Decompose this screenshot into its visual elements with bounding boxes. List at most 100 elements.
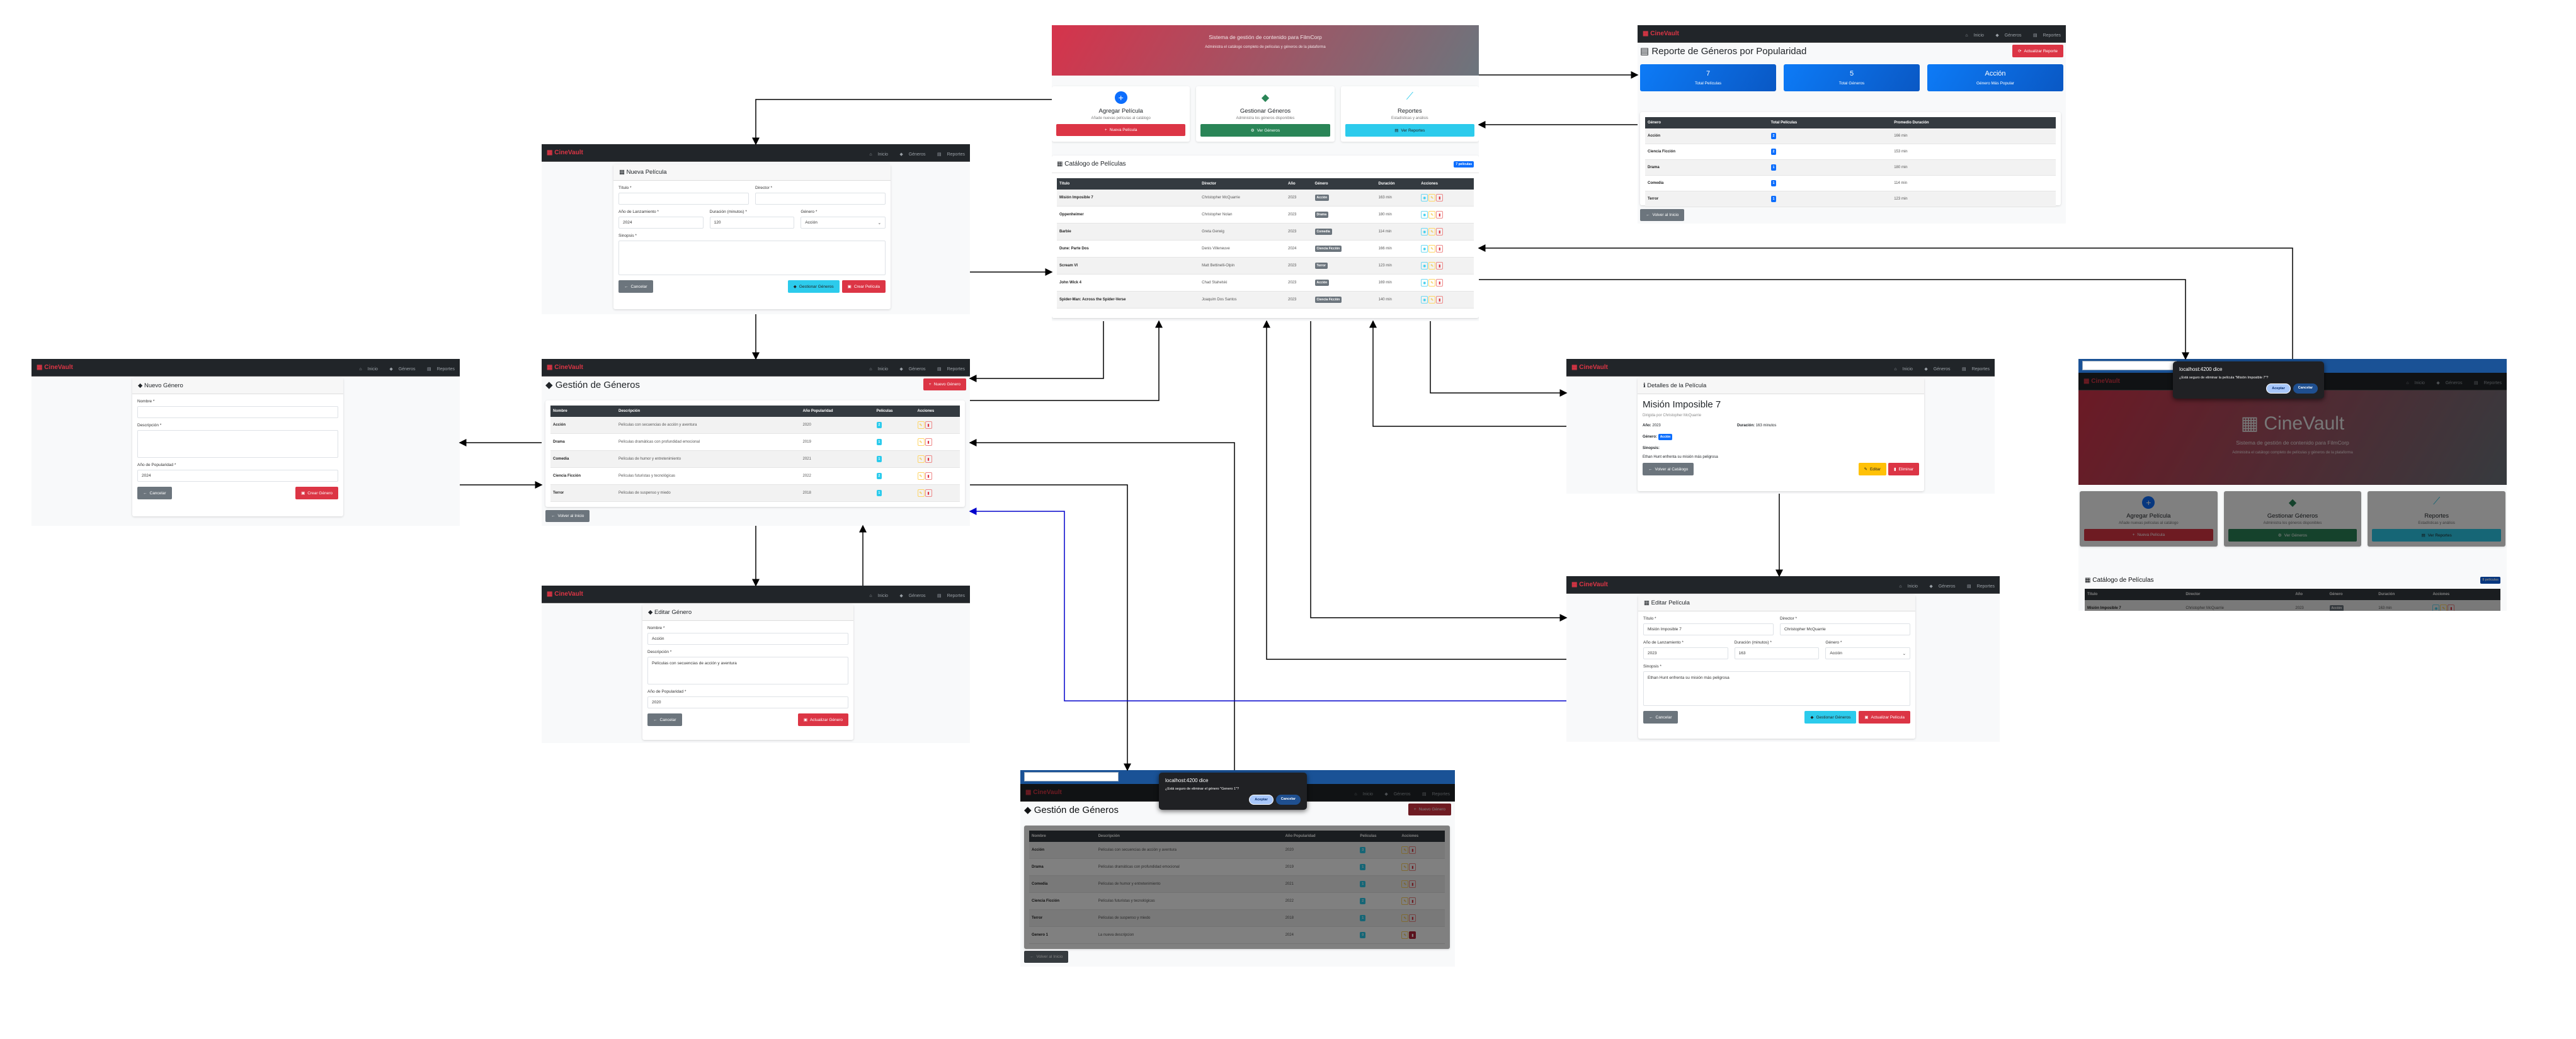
nav-generos[interactable]: ◆ Géneros	[1929, 584, 1956, 589]
nav-reportes[interactable]: ▤ Reportes	[2474, 380, 2502, 385]
view-button[interactable]: ◉	[1421, 228, 1428, 236]
nav-reportes[interactable]: ▤ Reportes	[1422, 792, 1450, 797]
genre-input[interactable]: Acción⌄	[1825, 647, 1911, 659]
cancel-button[interactable]: Cancelar	[2293, 383, 2318, 394]
delete-button[interactable]: ▮	[1436, 228, 1444, 236]
delete-button[interactable]: ▮	[1409, 880, 1416, 888]
delete-button[interactable]: ▮	[1436, 194, 1444, 202]
name-input[interactable]	[137, 406, 338, 418]
brand-link[interactable]: ▦ CineVault	[1643, 30, 1679, 37]
edit-button[interactable]: ✎	[1428, 296, 1436, 304]
delete-button[interactable]: ▮	[925, 472, 932, 480]
update-genre-button[interactable]: ▣Actualizar Género	[797, 713, 848, 726]
delete-button[interactable]: ▮	[1409, 863, 1416, 871]
delete-button[interactable]: ▮	[1436, 245, 1444, 253]
duration-input[interactable]: 163	[1734, 647, 1820, 659]
brand-link[interactable]: ▦ CineVault	[1571, 581, 1608, 588]
add-movie-button[interactable]: +Nueva Película	[2084, 529, 2213, 541]
delete-button[interactable]: ▮	[1409, 897, 1416, 905]
view-button[interactable]: ◉	[1421, 262, 1428, 270]
cancel-button[interactable]: ←Cancelar	[137, 487, 172, 499]
nav-inicio[interactable]: ⌂ Inicio	[869, 593, 888, 598]
manage-genres-button[interactable]: ⚙Ver Géneros	[2228, 529, 2357, 542]
accept-button[interactable]: Aceptar	[1249, 795, 1274, 805]
cancel-button[interactable]: Cancelar	[1275, 795, 1301, 805]
brand-link[interactable]: ▦ CineVault	[37, 364, 73, 371]
update-movie-button[interactable]: ▣Actualizar Película	[1859, 711, 1910, 724]
edit-button[interactable]: ✎	[1401, 880, 1409, 888]
nav-inicio[interactable]: ⌂ Inicio	[869, 152, 888, 157]
create-movie-button[interactable]: ▣Crear Película	[841, 280, 886, 293]
new-genre-button[interactable]: +Nuevo Género	[1408, 803, 1451, 815]
nav-generos[interactable]: ◆ Géneros	[2436, 380, 2463, 385]
delete-button[interactable]: ▮	[1436, 279, 1444, 287]
address-bar[interactable]	[2082, 361, 2177, 370]
view-button[interactable]: ◉	[1421, 245, 1428, 253]
back-to-catalog-button[interactable]: ←Volver al Catálogo	[1643, 463, 1694, 475]
back-home-button[interactable]: ←Volver al Inicio	[1024, 951, 1069, 963]
nav-generos[interactable]: ◆ Géneros	[1384, 792, 1411, 797]
address-bar[interactable]	[1024, 772, 1119, 781]
genre-input[interactable]: Acción⌄	[801, 217, 886, 229]
edit-button[interactable]: ✎	[1428, 228, 1436, 236]
delete-button[interactable]: ▮	[925, 421, 932, 429]
reports-button[interactable]: ▤Ver Reportes	[1345, 124, 1474, 137]
popularity-year-input[interactable]: 2024	[137, 470, 338, 482]
back-home-button[interactable]: ←Volver al Inicio	[545, 510, 590, 522]
cancel-button[interactable]: ←Cancelar	[647, 713, 682, 726]
delete-button[interactable]: ▮	[1409, 931, 1416, 939]
delete-button[interactable]: ▮	[1409, 846, 1416, 854]
description-input[interactable]: Películas con secuencias de acción y ave…	[647, 657, 848, 684]
edit-button[interactable]: ✎	[1401, 931, 1409, 939]
nav-inicio[interactable]: ⌂ Inicio	[1894, 366, 1913, 372]
duration-input[interactable]: 120	[709, 217, 795, 229]
delete-button[interactable]: ▮	[925, 455, 932, 463]
delete-button[interactable]: ▮	[1436, 296, 1444, 304]
edit-button[interactable]: ✎	[1428, 262, 1436, 270]
manage-genres-button[interactable]: ◆Gestionar Géneros	[1804, 711, 1857, 724]
cancel-button[interactable]: ←Cancelar	[1643, 711, 1678, 724]
director-input[interactable]: Christopher McQuarrie	[1780, 623, 1910, 635]
year-input[interactable]: 2024	[618, 217, 704, 229]
cancel-button[interactable]: ←Cancelar	[618, 280, 653, 293]
year-input[interactable]: 2023	[1643, 647, 1728, 659]
synopsis-input[interactable]	[618, 241, 886, 275]
edit-button[interactable]: ✎	[917, 489, 925, 497]
nav-reportes[interactable]: ▤ Reportes	[1962, 366, 1990, 372]
nav-inicio[interactable]: ⌂ Inicio	[359, 366, 378, 372]
nav-generos[interactable]: ◆ Géneros	[1995, 33, 2022, 38]
back-home-button[interactable]: ←Volver al Inicio	[1640, 209, 1685, 221]
edit-button[interactable]: ✎	[2440, 605, 2448, 611]
new-genre-button[interactable]: +Nuevo Género	[923, 378, 966, 390]
delete-button[interactable]: ▮	[1436, 262, 1444, 270]
name-input[interactable]: Acción	[647, 633, 848, 645]
reports-button[interactable]: ▤Ver Reportes	[2372, 529, 2502, 542]
delete-button[interactable]: ▮	[925, 438, 932, 446]
popularity-year-input[interactable]: 2020	[647, 696, 848, 708]
brand-link[interactable]: ▦ CineVault	[547, 149, 583, 156]
edit-button[interactable]: ✎	[1401, 846, 1409, 854]
delete-button[interactable]: ▮	[2448, 605, 2455, 611]
edit-button[interactable]: ✎	[1428, 245, 1436, 253]
view-button[interactable]: ◉	[1421, 211, 1428, 219]
title-input[interactable]: Misión Imposible 7	[1643, 623, 1774, 635]
nav-inicio[interactable]: ⌂ Inicio	[1965, 33, 1984, 38]
manage-genres-button[interactable]: ⚙Ver Géneros	[1200, 124, 1330, 137]
nav-inicio[interactable]: ⌂ Inicio	[1354, 792, 1373, 797]
nav-reportes[interactable]: ▤ Reportes	[937, 152, 965, 157]
brand-link[interactable]: ▦ CineVault	[547, 364, 583, 371]
nav-generos[interactable]: ◆ Géneros	[899, 366, 926, 372]
nav-inicio[interactable]: ⌂ Inicio	[2406, 380, 2425, 385]
nav-generos[interactable]: ◆ Géneros	[899, 152, 926, 157]
edit-button[interactable]: ✎	[1401, 863, 1409, 871]
view-button[interactable]: ◉	[1421, 296, 1428, 304]
nav-generos[interactable]: ◆ Géneros	[389, 366, 416, 372]
synopsis-input[interactable]: Ethan Hunt enfrenta su misión más peligr…	[1643, 671, 1910, 706]
nav-generos[interactable]: ◆ Géneros	[1924, 366, 1951, 372]
delete-movie-button[interactable]: ▮Eliminar	[1888, 463, 1919, 475]
view-button[interactable]: ◉	[1421, 279, 1428, 287]
description-input[interactable]	[137, 430, 338, 458]
title-input[interactable]	[618, 193, 749, 205]
nav-reportes[interactable]: ▤ Reportes	[937, 593, 965, 598]
manage-genres-button[interactable]: ◆Gestionar Géneros	[787, 280, 840, 293]
